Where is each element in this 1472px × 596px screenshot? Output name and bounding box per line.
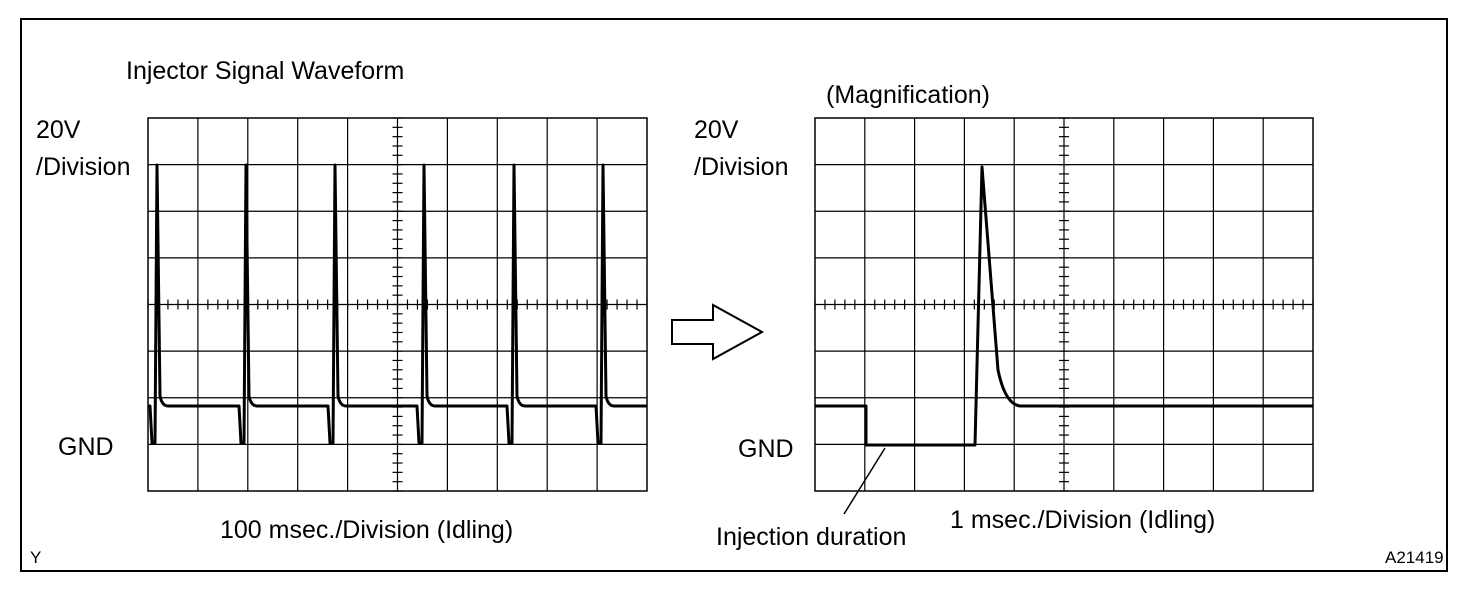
left-hscale-label: 100 msec./Division (Idling) [220,516,514,544]
left-scope-ticks [147,117,648,492]
diagram-frame [20,18,1448,572]
injection-duration-pointer [843,447,886,515]
diagram-title: Injector Signal Waveform [126,57,405,85]
right-waveform-trace [815,165,1313,447]
left-waveform-trace [148,163,647,445]
right-vscale-line1: 20V [694,116,739,144]
right-gnd-label: GND [738,435,794,463]
magnification-label: (Magnification) [826,81,990,109]
right-vscale-line2: /Division [694,153,789,181]
corner-code: Y [30,548,42,567]
figure-id: A21419 [1385,548,1444,567]
left-gnd-label: GND [58,433,114,461]
left-vscale-line1: 20V [36,116,81,144]
right-hscale-label: 1 msec./Division (Idling) [950,506,1216,534]
injection-duration-label: Injection duration [716,523,907,551]
magnify-arrow-icon [671,303,765,361]
left-vscale-line2: /Division [36,153,131,181]
right-scope-ticks [814,117,1314,492]
